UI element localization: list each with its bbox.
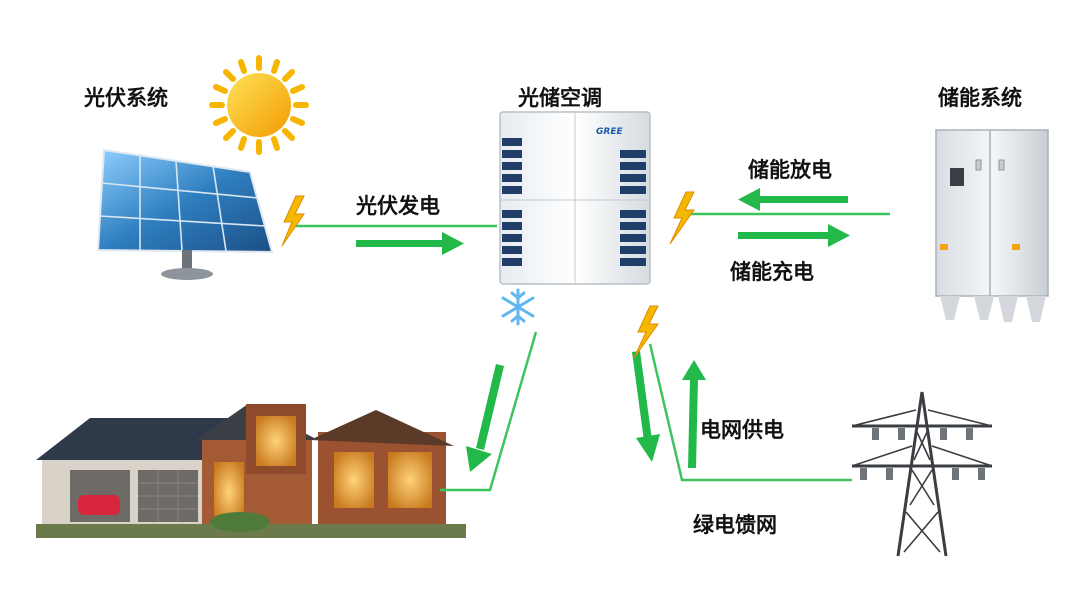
flow-arrows [356, 188, 850, 472]
lightning-icon [281, 195, 305, 247]
solar-panel-icon [96, 148, 274, 280]
lightning-icon [669, 191, 695, 245]
label-storage-system: 储能系统 [938, 86, 1022, 110]
lightning-bolts [281, 191, 695, 359]
ac-to-house-line [440, 331, 538, 492]
house-supply-arrow [466, 364, 504, 472]
ac-to-grid-line [648, 343, 852, 482]
label-storage-charge: 储能充电 [730, 260, 814, 284]
label-green-feed: 绿电馈网 [693, 513, 777, 537]
sun-icon [209, 55, 309, 155]
grid-supply-arrow [682, 360, 706, 468]
label-pv-ac: 光储空调 [518, 86, 602, 110]
label-pv-system: 光伏系统 [84, 86, 168, 110]
pv-ac-unit-icon: GREE [499, 111, 651, 285]
label-pv-generation: 光伏发电 [356, 194, 440, 218]
storage-cabinet-icon [935, 129, 1049, 322]
lightning-icon [633, 305, 659, 359]
pv-generation-arrow [356, 232, 464, 255]
green-feed-arrow [632, 351, 660, 462]
transmission-tower-icon [851, 391, 993, 557]
label-storage-discharge: 储能放电 [748, 158, 832, 182]
house-icon [36, 404, 466, 538]
label-grid-supply: 电网供电 [700, 418, 784, 442]
gree-logo: GREE [596, 127, 623, 137]
snowflake-icon [501, 288, 535, 326]
storage-discharge-arrow [738, 188, 848, 211]
storage-charge-arrow [738, 224, 850, 247]
connection-lines [296, 212, 890, 492]
